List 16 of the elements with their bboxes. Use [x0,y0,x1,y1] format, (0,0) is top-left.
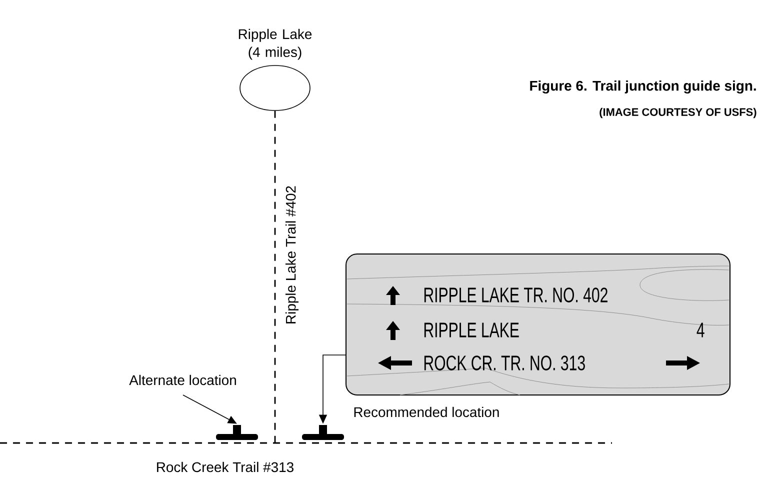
node-label: 4 [696,322,704,338]
trail-sign: RIPPLE LAKE TR. NO. 402 RIPPLE LAKE 4 ROCK CR. TR. NO. 313 [346,254,730,396]
trail-label: Rock Creek Trail #313 [157,462,294,472]
figure-caption: (IMAGE COURTESY OF USFS) [600,108,756,118]
figure-title: Figure 6. Trail junction guide sign. [530,80,756,94]
location-label: Recommended location [354,406,499,418]
leader-arrow [182,394,237,424]
trail-label: Ripple Lake Trail #402 [286,186,298,324]
trail-post [216,425,258,440]
node-label: ROCK CR. TR. NO. 313 [424,356,585,370]
trail-line [274,110,276,443]
place-label: Ripple Lake (4 miles) [238,28,312,60]
location-label: Alternate location [129,374,236,386]
trail-post [302,425,344,440]
node-label: RIPPLE LAKE TR. NO. 402 [424,288,608,302]
node-label: RIPPLE LAKE [424,322,519,338]
